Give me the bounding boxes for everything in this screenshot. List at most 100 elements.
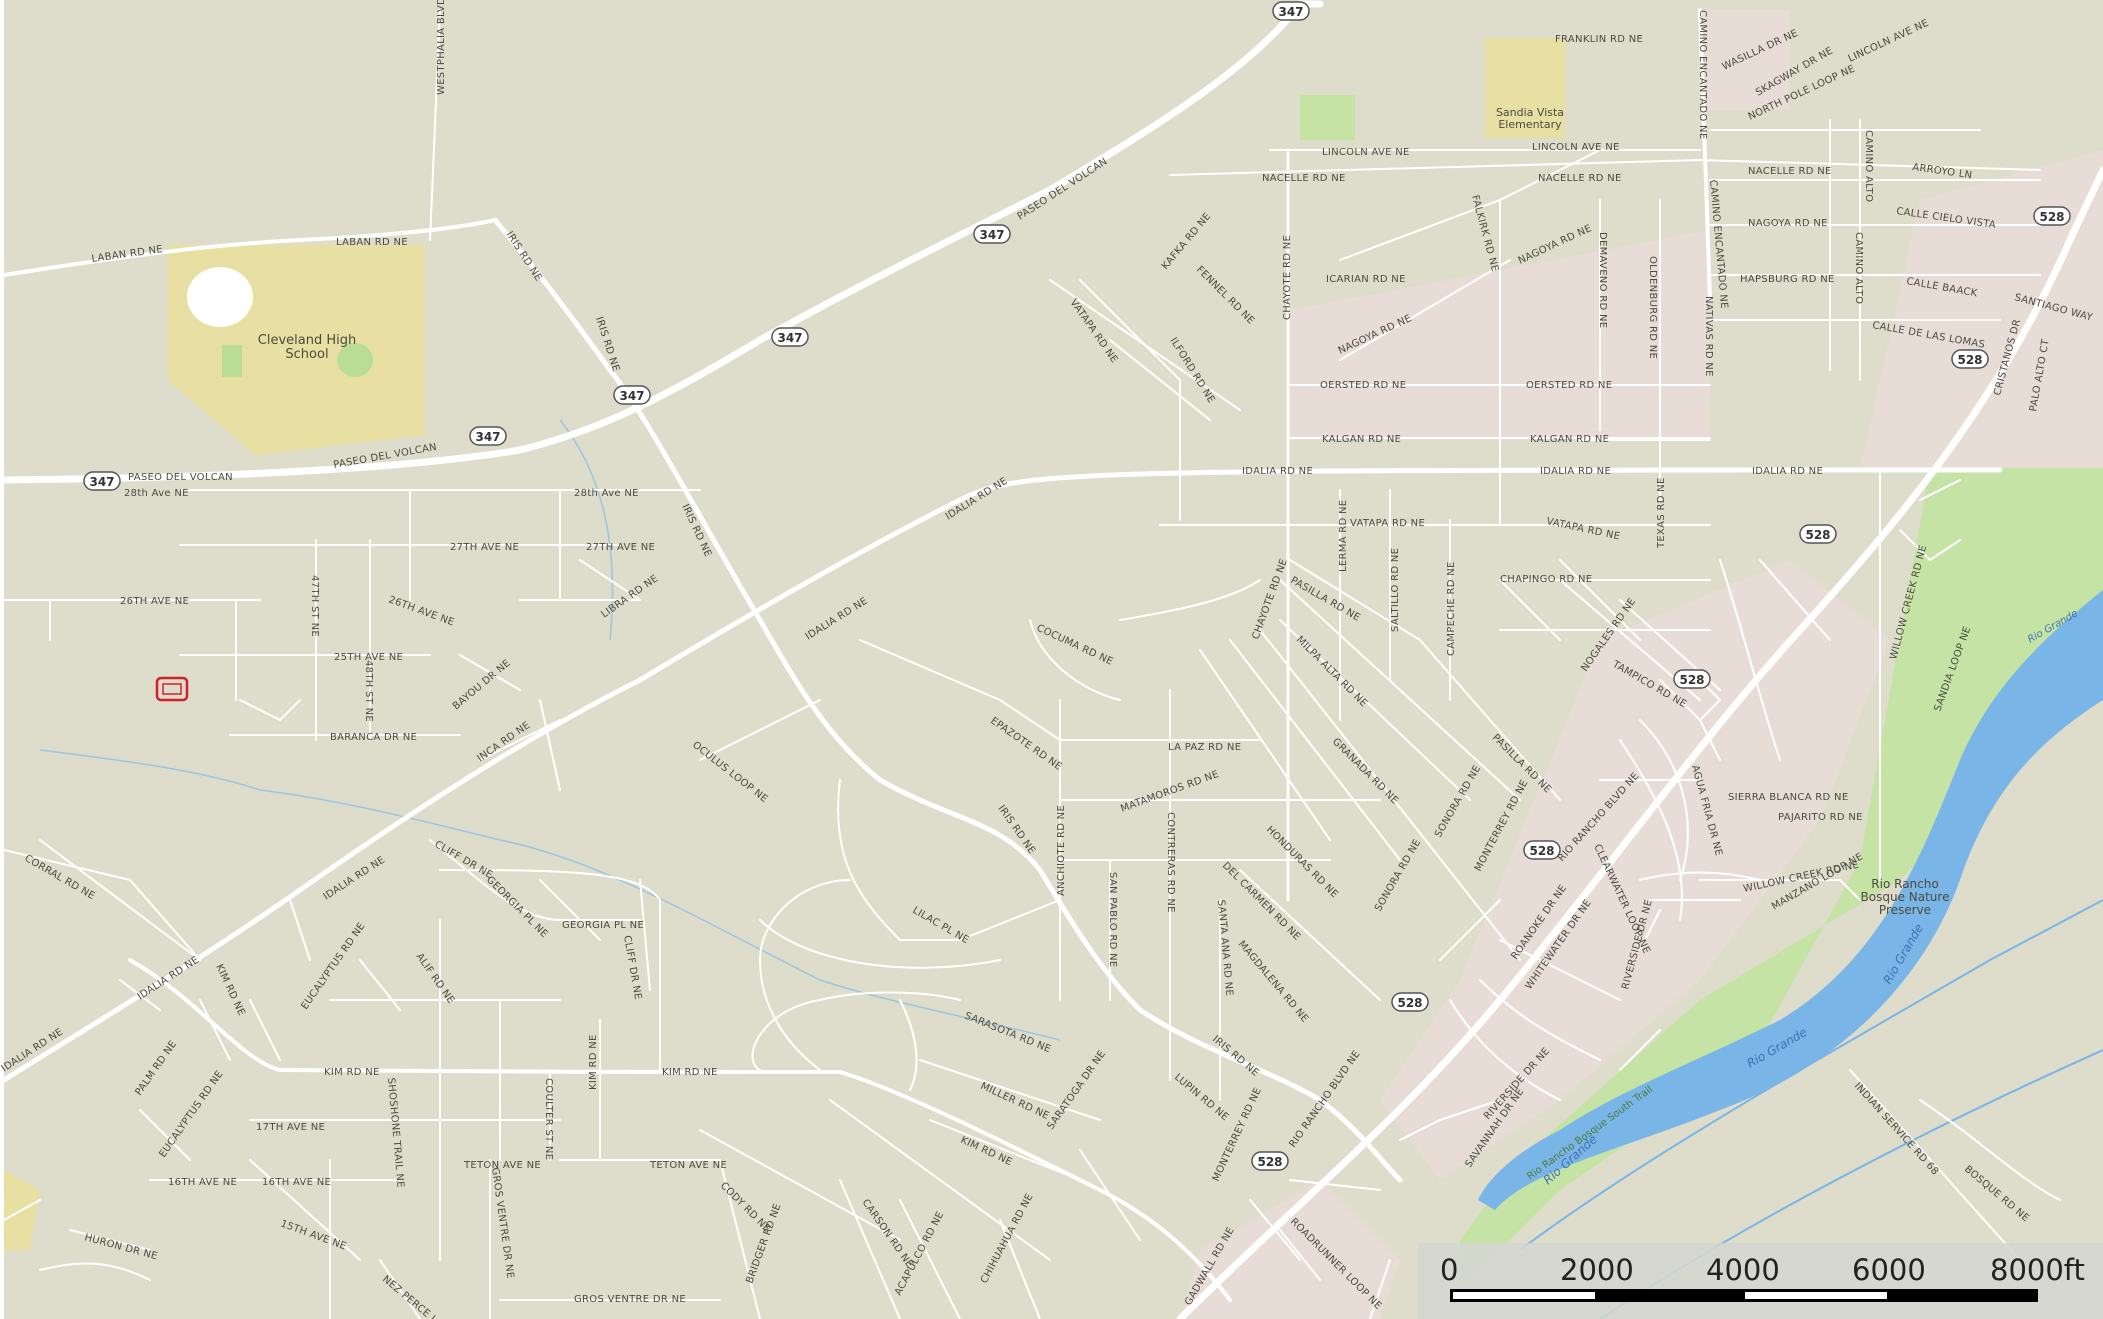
street-label: CHAPINGO RD NE [1500, 574, 1592, 585]
svg-text:528: 528 [1679, 673, 1704, 687]
svg-text:347: 347 [619, 389, 644, 403]
place-label: Bosque Nature [1861, 890, 1950, 904]
shield-528: 528 [1523, 840, 1561, 860]
minor-roads [3, 9, 2061, 1319]
street-label: SAN PABLO RD NE [1107, 872, 1118, 968]
arroyo-stream [559, 419, 614, 641]
idalia-road [1, 467, 2003, 1083]
scale-label: 4000 [1706, 1253, 1780, 1287]
urban-area [1860, 150, 2103, 470]
rio-rancho-bosque-nature-preserve [1460, 468, 2103, 1290]
shield-347: 347 [771, 327, 809, 347]
street-label: KIM RD NE [662, 1067, 718, 1078]
street-label: CHAYOTE RD NE [1282, 235, 1293, 320]
camino-encantado [1698, 8, 1712, 302]
scale-segment [1888, 1289, 2038, 1302]
street-label: COULTER ST NE [543, 1078, 554, 1160]
canal [1519, 899, 2103, 1251]
street-label: OERSTED RD NE [1320, 380, 1406, 391]
svg-text:528: 528 [1397, 996, 1422, 1010]
street-label: CAMPECHE RD NE [1446, 561, 1457, 656]
map-marker-icon[interactable] [155, 676, 189, 702]
place-label: School [285, 347, 328, 362]
street-label: CONTRERAS RD NE [1165, 812, 1176, 913]
street-label: IDALIA RD NE [1242, 466, 1313, 477]
street-label: IDALIA RD NE [1540, 466, 1611, 477]
shield-347: 347 [83, 471, 121, 491]
svg-text:347: 347 [89, 475, 114, 489]
shield-528: 528 [2033, 206, 2071, 226]
place-label: Cleveland High [258, 333, 356, 348]
street-label: 16TH AVE NE [262, 1177, 331, 1188]
street-label: LINCOLN AVE NE [1322, 147, 1410, 158]
street-label: FRANKLIN RD NE [1555, 34, 1643, 45]
place-label: Preserve [1879, 903, 1931, 917]
sandia-vista-school-area [1485, 38, 1565, 138]
street-label: OLDENBURG RD NE [1647, 256, 1658, 359]
street-label: 27TH AVE NE [450, 542, 519, 553]
street-label: KALGAN RD NE [1530, 434, 1609, 445]
street-label: OERSTED RD NE [1526, 380, 1612, 391]
street-label: GROS VENTRE DR NE [574, 1294, 686, 1305]
scale-label: 6000 [1852, 1253, 1926, 1287]
laban-road [2, 218, 497, 277]
scale-segment [1450, 1289, 1598, 1302]
shield-347: 347 [973, 224, 1011, 244]
shield-528: 528 [1251, 1151, 1289, 1171]
street-label: TETON AVE NE [463, 1160, 541, 1171]
street-label: SIERRA BLANCA RD NE [1728, 792, 1848, 803]
street-label: 48TH ST NE [363, 660, 374, 722]
street-label: NATIVAS RD NE [1703, 296, 1714, 377]
svg-text:528: 528 [1957, 353, 1982, 367]
street-label: NACELLE RD NE [1748, 166, 1832, 177]
street-label: WESTPHALIA BLVD [436, 0, 447, 95]
street-label: LABAN RD NE [336, 237, 408, 248]
school-field [337, 343, 373, 377]
paseo-del-volcan-road [0, 0, 1304, 484]
shield-528: 528 [1951, 349, 1989, 369]
shield-528: 528 [1391, 992, 1429, 1012]
street-label: ANCHIOTE RD NE [1056, 805, 1067, 896]
svg-text:528: 528 [1257, 1155, 1282, 1169]
shield-347: 347 [1272, 1, 1310, 21]
street-label: CAMINO ENCANTADO NE [1697, 10, 1708, 139]
street-label: PAJARITO RD NE [1778, 812, 1863, 823]
street-label: NACELLE RD NE [1262, 173, 1346, 184]
street-label: 28th Ave NE [574, 488, 639, 499]
scale-label: 0 [1440, 1253, 1459, 1287]
street-label: 26TH AVE NE [120, 596, 189, 607]
street-label: 27TH AVE NE [586, 542, 655, 553]
street-label: KALGAN RD NE [1322, 434, 1401, 445]
svg-text:528: 528 [1529, 844, 1554, 858]
svg-text:347: 347 [777, 331, 802, 345]
street-label: ICARIAN RD NE [1326, 274, 1406, 285]
place-label: Rio Rancho [1871, 877, 1938, 891]
scale-bar: 0 2000 4000 6000 8000ft [1418, 1243, 2103, 1319]
urban-area [1380, 560, 1890, 1180]
arroyo-stream [39, 749, 1061, 1041]
place-label: Elementary [1498, 118, 1562, 131]
street-label: KIM RD NE [324, 1067, 380, 1078]
place-label: Sandia Vista [1496, 106, 1564, 119]
street-label: SALTILLO RD NE [1390, 548, 1401, 632]
shield-528: 528 [1673, 669, 1711, 689]
street-label: DEMAVENO RD NE [1597, 232, 1608, 328]
street-label: VATAPA RD NE [1350, 518, 1425, 529]
svg-text:528: 528 [1805, 528, 1830, 542]
street-label: LINCOLN AVE NE [1532, 142, 1620, 153]
shield-528: 528 [1799, 524, 1837, 544]
street-label: HAPSBURG RD NE [1740, 274, 1835, 285]
street-label: NAGOYA RD NE [1748, 218, 1828, 229]
street-label: CAMINO ALTO [1853, 232, 1864, 304]
street-label: NACELLE RD NE [1538, 173, 1622, 184]
street-label: LERMA RD NE [1338, 500, 1349, 572]
street-label: GEORGIA PL NE [562, 920, 644, 931]
scale-segment [1596, 1289, 1744, 1302]
rio-grande-river [1478, 590, 2103, 1210]
street-label: 16TH AVE NE [168, 1177, 237, 1188]
street-label: 17TH AVE NE [256, 1122, 325, 1133]
scale-label: 2000 [1560, 1253, 1634, 1287]
street-label: 28th Ave NE [124, 488, 189, 499]
